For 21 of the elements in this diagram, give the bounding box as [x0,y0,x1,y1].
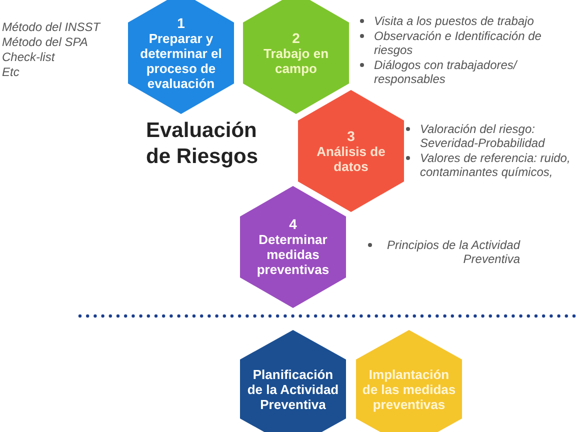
step-label: Preparar y determinar el proceso de evaluación [139,30,223,90]
bullet-text: Valoración del riesgo: Severidad-Probabilidad [420,122,546,150]
bullet-text: Método del SPA [2,35,88,49]
diagram-title: Evaluación de Riesgos [146,118,260,170]
step-label: Determinar medidas preventivas [256,232,330,277]
bullet-text: Etc [2,65,20,79]
bullet-text: Valores de referencia: ruido, contaminantes químicos, [420,151,572,179]
step-label: Trabajo en campo [262,46,330,76]
step-label: Análisis de datos [316,144,386,174]
bullet-text: Observación e Identificación de riesgos [374,29,542,57]
step-number: 1 [176,16,186,30]
bullet-text: Principios de la Actividad Preventiva [386,238,520,266]
bullet-text: Método del INSST [2,20,100,34]
bullet-text: Visita a los puestos de trabajo [374,14,534,28]
step-label: Planificación de la Actividad Preventiva [246,366,340,412]
step-number: 2 [291,30,301,46]
bullet-text: Check-list [2,50,55,64]
step-number: 3 [346,128,356,144]
bullet-text: Diálogos con trabajadores/ responsables [374,58,519,86]
step-number: 4 [288,217,298,232]
step-label: Implantación de las medidas preventivas [361,366,457,412]
